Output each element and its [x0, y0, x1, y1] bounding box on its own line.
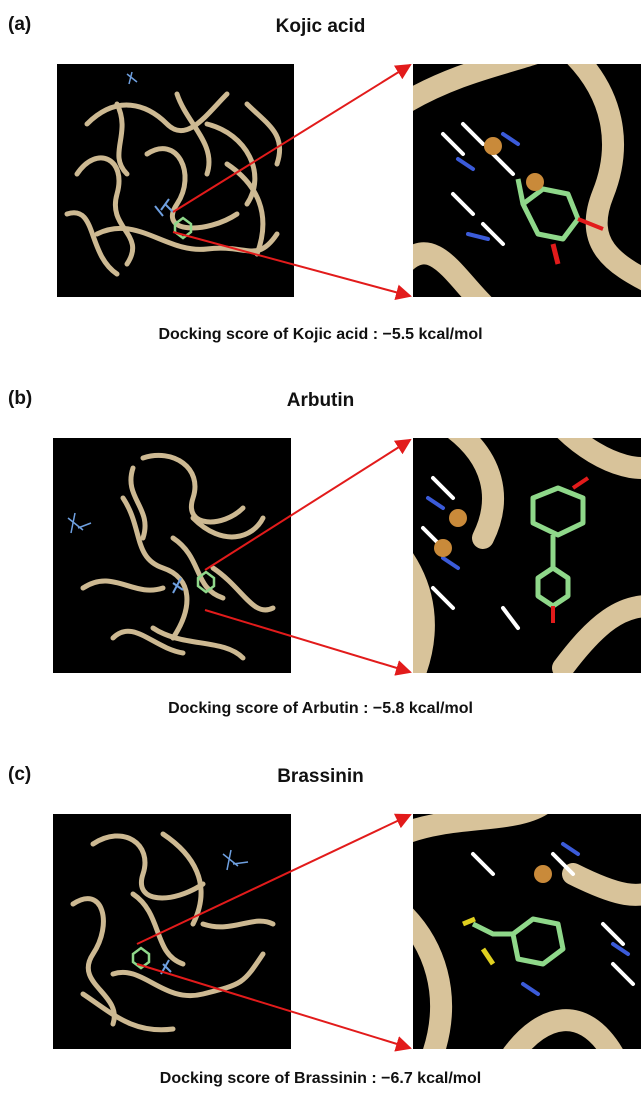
docking-score-caption: Docking score of Brassinin : −6.7 kcal/m…: [159, 1070, 482, 1087]
panel-kojic-acid: (a) Kojic acid: [0, 0, 641, 350]
panel-letter: (b): [8, 388, 33, 409]
copper-ion-icon: [534, 865, 552, 883]
docking-score-caption: Docking score of Kojic acid : −5.5 kcal/…: [158, 326, 483, 343]
panel-title: Arbutin: [286, 390, 355, 411]
panel-letter: (a): [8, 14, 32, 35]
protein-overview-image: [57, 64, 294, 297]
binding-site-zoom-image: [413, 438, 641, 673]
copper-ion-icon: [449, 509, 467, 527]
panel-brassinin: (c) Brassinin: [0, 752, 641, 1100]
panel-letter: (c): [8, 764, 32, 785]
panel-title: Brassinin: [277, 766, 364, 787]
panel-arbutin: (b) Arbutin: [0, 375, 641, 735]
protein-overview-image: [53, 814, 291, 1049]
binding-site-zoom-image: [413, 64, 641, 297]
protein-overview-image: [53, 438, 291, 673]
docking-score-caption: Docking score of Arbutin : −5.8 kcal/mol: [168, 700, 473, 717]
copper-ion-icon: [484, 137, 502, 155]
panel-title: Kojic acid: [275, 16, 366, 37]
binding-site-zoom-image: [413, 814, 641, 1049]
